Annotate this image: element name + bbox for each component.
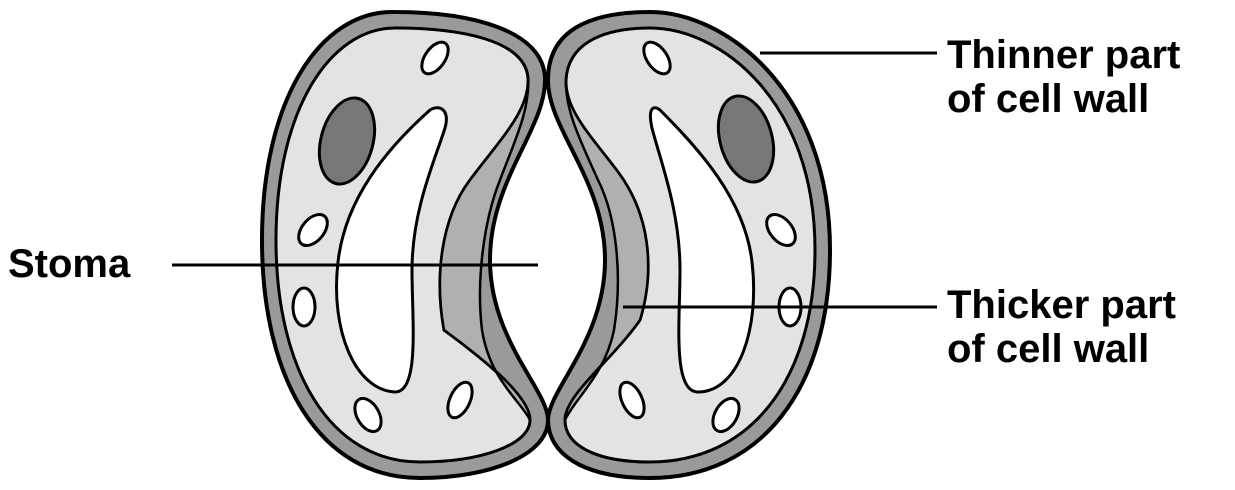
left-guard-cell	[262, 12, 548, 478]
thicker-wall-label: Thicker part of cell wall	[947, 283, 1176, 371]
thinner-wall-label-line2: of cell wall	[947, 77, 1180, 121]
thinner-wall-label: Thinner part of cell wall	[947, 33, 1180, 121]
stoma-label-text: Stoma	[8, 242, 130, 286]
thicker-wall-label-line1: Thicker part	[947, 283, 1176, 327]
thinner-wall-label-line1: Thinner part	[947, 33, 1180, 77]
right-guard-cell	[548, 12, 830, 478]
left-chloroplast	[293, 288, 315, 326]
stoma-label: Stoma	[8, 242, 130, 286]
thicker-wall-label-line2: of cell wall	[947, 327, 1176, 371]
